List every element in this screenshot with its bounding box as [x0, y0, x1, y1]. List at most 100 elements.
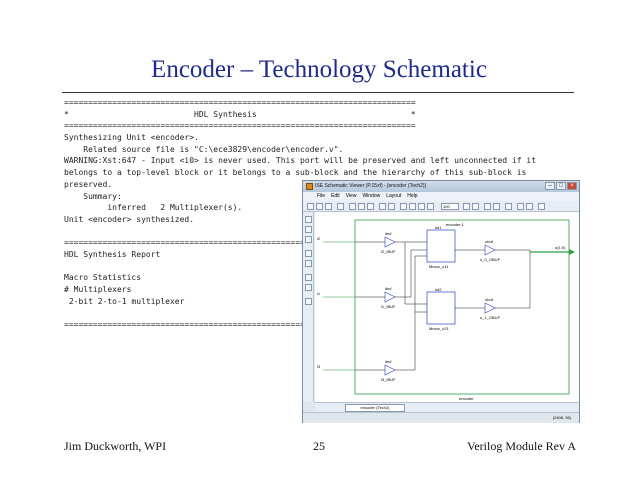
log-line: Summary:: [64, 191, 122, 201]
obuf-o1-shape: [484, 302, 496, 314]
menu-bar: File Edit View Window Layout Help: [303, 192, 579, 201]
mux2-label: Mmux_o21: [429, 326, 449, 331]
log-line: * HDL Synthesis *: [64, 109, 416, 119]
ibuf-i1-shape: [384, 291, 396, 303]
cut-icon[interactable]: [349, 203, 356, 210]
encoder-block: [354, 219, 570, 395]
menu-file[interactable]: File: [317, 193, 326, 199]
zoom-in-icon[interactable]: [400, 203, 407, 210]
sidebar-highlight-icon[interactable]: [305, 284, 312, 291]
close-icon[interactable]: ×: [567, 182, 577, 190]
find-icon[interactable]: [505, 203, 512, 210]
ibuf1-name-label: i2_IBUF: [381, 249, 396, 254]
status-coordinates: (2408, 36): [552, 415, 571, 420]
output-port-arrow: [569, 249, 575, 255]
log-line: Unit <encoder> synthesized.: [64, 214, 195, 224]
forward-icon[interactable]: [472, 203, 479, 210]
sidebar-select-icon[interactable]: [305, 216, 312, 223]
zoom-level-input[interactable]: 100: [441, 203, 459, 210]
obuf1-name-label: o_0_OBUF: [480, 257, 501, 262]
toolbar: 100: [303, 201, 579, 212]
status-bar: (2408, 36): [303, 412, 579, 423]
sidebar-refresh-icon[interactable]: [305, 298, 312, 305]
new-icon[interactable]: [307, 203, 314, 210]
pin-o-label: o(1:0): [555, 245, 566, 250]
tab-encoder-tech[interactable]: encoder (Tech2): [345, 404, 405, 412]
log-line: preserved.: [64, 179, 113, 189]
pan-icon[interactable]: [493, 203, 500, 210]
sidebar-zoom-icon[interactable]: [305, 226, 312, 233]
app-icon: [306, 183, 313, 190]
lut1-block[interactable]: [426, 229, 456, 263]
window-title: ISE Schematic Viewer (P.15xf) - [encoder…: [315, 183, 426, 189]
lut1-label: lut1: [435, 225, 442, 230]
sidebar-collapse-icon[interactable]: [305, 260, 312, 267]
synthesis-log: ========================================…: [64, 97, 564, 331]
footer-author: Jim Duckworth, WPI: [64, 439, 167, 453]
zoom-fit-icon[interactable]: [418, 203, 425, 210]
log-line: Synthesizing Unit <encoder>.: [64, 133, 199, 143]
redo-icon[interactable]: [388, 203, 395, 210]
log-line: ========================================…: [64, 98, 416, 107]
menu-window[interactable]: Window: [362, 193, 381, 199]
tab-bar: encoder (Tech2): [315, 402, 579, 412]
zoom-area-icon[interactable]: [427, 203, 434, 210]
sidebar-expand-icon[interactable]: [305, 250, 312, 257]
wire-i3-lut2: [395, 311, 427, 371]
schematic-drawing: [323, 219, 575, 395]
log-line: belongs to a top-level block or it belon…: [64, 168, 527, 178]
back-icon[interactable]: [463, 203, 470, 210]
ibuf3-name-label: i3_IBUF: [381, 377, 396, 382]
log-line: inferred 2 Multiplexer(s).: [64, 203, 243, 213]
hierarchy-down-icon[interactable]: [526, 203, 533, 210]
lut2-block[interactable]: [426, 291, 456, 325]
pin-i3-label: i3: [317, 364, 321, 369]
tool-sidebar: [303, 212, 314, 402]
ibuf-i2-shape: [384, 236, 396, 248]
sidebar-trace-icon[interactable]: [305, 274, 312, 281]
save-icon[interactable]: [325, 203, 332, 210]
menu-view[interactable]: View: [345, 193, 357, 199]
ibuf1-type-label: ibuf: [385, 231, 392, 236]
wire-o1-bus: [495, 252, 531, 309]
wire-i1-lut1: [395, 249, 427, 298]
obuf-o0-shape: [484, 244, 496, 256]
wire-i3-lut1: [414, 255, 427, 312]
select-icon[interactable]: [484, 203, 491, 210]
hierarchy-up-icon[interactable]: [517, 203, 524, 210]
ibuf2-name-label: i1_IBUF: [381, 304, 396, 309]
encoder-instance-label: encoder:1: [446, 222, 464, 227]
copy-icon[interactable]: [358, 203, 365, 210]
obuf2-type-label: obuf: [485, 297, 493, 302]
footer-page-number: 25: [313, 439, 325, 453]
obuf2-name-label: o_1_OBUF: [480, 315, 501, 320]
wire-o0-bus: [495, 249, 531, 252]
pin-i1-label: i1: [317, 291, 321, 296]
schematic-canvas[interactable]: encoder:1 encoder lut1 lut2 Mmux_o11 Mmu…: [315, 212, 579, 402]
window-titlebar[interactable]: ISE Schematic Viewer (P.15xf) - [encoder…: [303, 181, 579, 192]
zoom-out-icon[interactable]: [409, 203, 416, 210]
footer-course: Verilog Module Rev A: [467, 439, 576, 453]
log-line: ========================================…: [64, 121, 416, 131]
minimize-icon[interactable]: –: [545, 182, 555, 190]
paste-icon[interactable]: [367, 203, 374, 210]
lut2-label: lut2: [435, 287, 442, 292]
open-icon[interactable]: [316, 203, 323, 210]
print-icon[interactable]: [337, 203, 344, 210]
log-line: HDL Synthesis Report: [64, 249, 161, 259]
undo-icon[interactable]: [379, 203, 386, 210]
maximize-icon[interactable]: □: [556, 182, 566, 190]
title-divider: [62, 92, 574, 93]
pin-i2-label: i2: [317, 236, 321, 241]
sidebar-pan-icon[interactable]: [305, 236, 312, 243]
slide-title: Encoder – Technology Schematic: [151, 56, 487, 83]
ibuf3-type-label: ibuf: [385, 359, 392, 364]
mux1-label: Mmux_o11: [429, 264, 449, 269]
schematic-viewer-window[interactable]: ISE Schematic Viewer (P.15xf) - [encoder…: [302, 180, 580, 423]
log-line: ========================================…: [64, 238, 416, 248]
menu-edit[interactable]: Edit: [331, 193, 340, 199]
menu-layout[interactable]: Layout: [386, 193, 402, 199]
properties-icon[interactable]: [538, 203, 545, 210]
ibuf2-type-label: ibuf: [385, 286, 392, 291]
menu-help[interactable]: Help: [407, 193, 418, 199]
